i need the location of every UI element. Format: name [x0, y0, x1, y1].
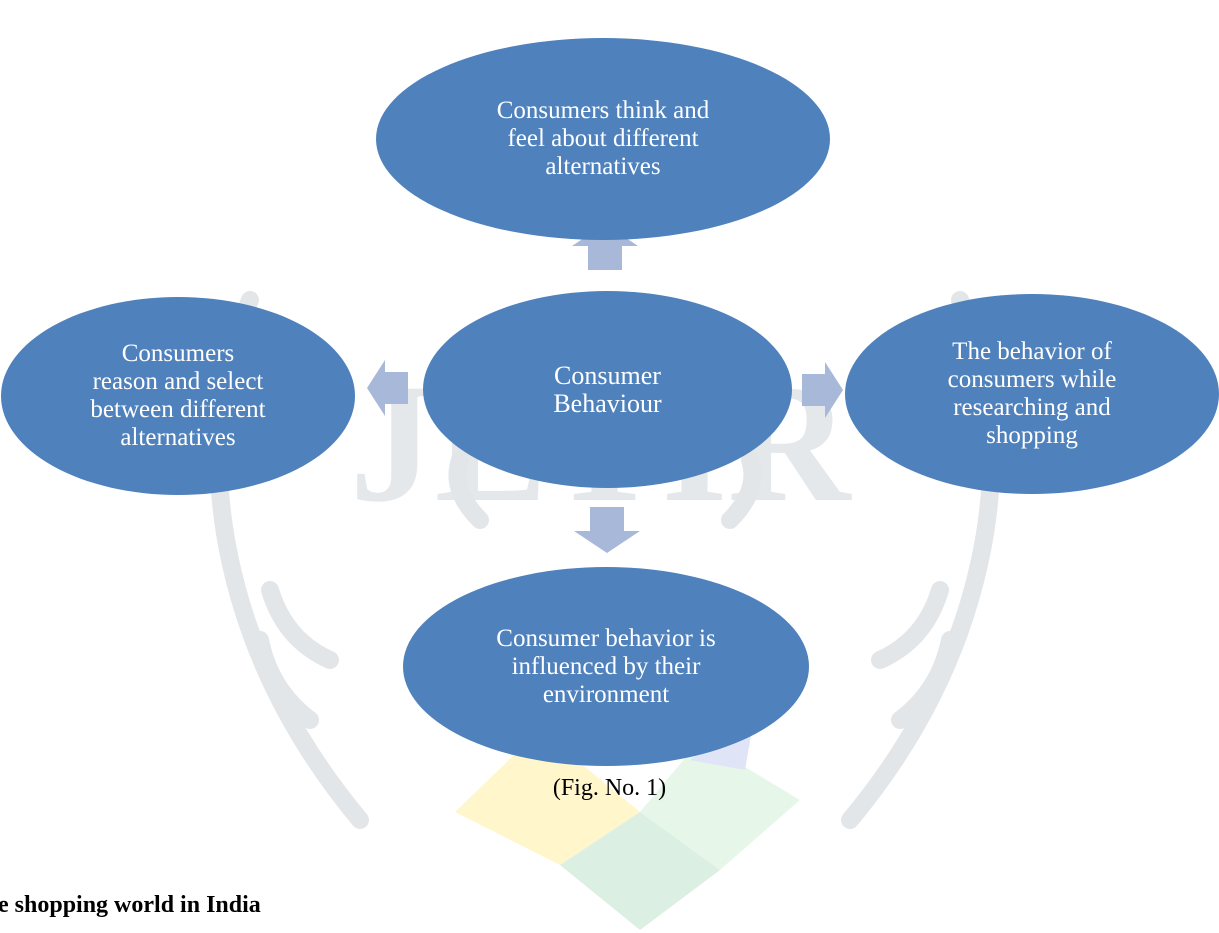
node-line: influenced by their — [511, 652, 701, 680]
node-line: researching and — [953, 394, 1111, 421]
node-line: feel about different — [507, 125, 699, 152]
node-line: environment — [542, 680, 670, 708]
arrow-right — [802, 362, 843, 418]
node-line: alternatives — [545, 153, 661, 180]
node-line: Behaviour — [553, 388, 662, 418]
figure-caption: (Fig. No. 1) — [552, 775, 667, 801]
node-consumer-behaviour: Consumer Behaviour — [423, 291, 792, 488]
section-heading: e shopping world in India — [0, 892, 261, 918]
node-line: Consumers — [121, 340, 235, 367]
node-line: reason and select — [92, 368, 264, 395]
node-line: between different — [90, 396, 266, 423]
node-reason-select: Consumers reason and select between diff… — [1, 297, 355, 495]
node-line: Consumers think and — [496, 97, 710, 124]
node-researching-shopping: The behavior of consumers while research… — [845, 294, 1219, 494]
node-line: shopping — [986, 422, 1078, 449]
node-line: consumers while — [947, 366, 1117, 393]
arrow-left — [367, 360, 408, 416]
node-line: Consumer — [554, 360, 661, 390]
node-think-feel: Consumers think and feel about different… — [376, 38, 830, 240]
node-line: alternatives — [120, 424, 236, 451]
arrow-down — [574, 507, 640, 553]
node-line: The behavior of — [952, 338, 1112, 365]
node-environment: Consumer behavior is influenced by their… — [403, 567, 809, 766]
node-line: Consumer behavior is — [496, 624, 716, 652]
